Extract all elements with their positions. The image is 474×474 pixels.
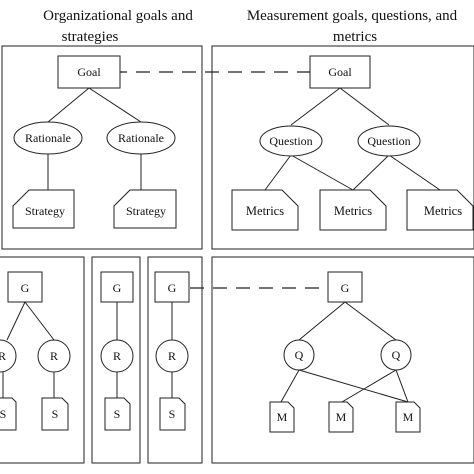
bottom-left-panel-3 — [147, 256, 203, 464]
s-label-col1-a: S — [0, 407, 6, 421]
goal-box-right — [309, 55, 371, 89]
m-label-3: M — [403, 410, 414, 424]
metrics-label-2: Metrics — [334, 204, 372, 218]
g-box-col3 — [154, 271, 190, 303]
m-label-2: M — [336, 410, 347, 424]
bottom-left-panel-2 — [91, 256, 141, 464]
metrics-shape-3 — [406, 189, 474, 231]
metrics-label-3: Metrics — [424, 204, 462, 218]
metrics-label-1: Metrics — [246, 204, 284, 218]
m-label-1: M — [277, 410, 288, 424]
s-shape-col3 — [159, 397, 186, 431]
bottom-left-panel-1 — [0, 256, 85, 464]
r-label-col1-b: R — [50, 349, 58, 363]
goal-box-left — [57, 55, 121, 89]
g-box-col1 — [7, 271, 43, 303]
s-label-col1-b: S — [52, 407, 59, 421]
r-circle-col1-b — [37, 339, 71, 373]
r-circle-col3 — [155, 339, 189, 373]
goal-label-left: Goal — [77, 65, 101, 79]
s-label-col2: S — [114, 407, 121, 421]
right-header-line2: metrics — [333, 29, 377, 45]
strategy-label-2: Strategy — [126, 204, 166, 218]
question-ellipse-1 — [259, 125, 323, 157]
g-box-right — [327, 271, 363, 303]
m-shape-3 — [395, 401, 421, 433]
q-circle-2 — [380, 339, 412, 371]
r-label-col2: R — [113, 349, 121, 363]
metrics-shape-1 — [231, 189, 299, 231]
top-right-panel — [211, 45, 474, 250]
s-shape-col1-a — [0, 397, 17, 431]
strategy-shape-1 — [12, 189, 75, 229]
metrics-shape-2 — [319, 189, 387, 231]
right-header-line1: Measurement goals, questions, and — [247, 8, 458, 24]
left-header-line1: Organizational goals and — [43, 8, 193, 24]
g-label-right: G — [341, 281, 350, 295]
question-label-1: Question — [269, 134, 312, 148]
bottom-right-panel — [211, 256, 474, 464]
q-label-1: Q — [295, 348, 304, 362]
goal-label-right: Goal — [328, 65, 352, 79]
g-label-col1: G — [21, 281, 30, 295]
r-label-col3: R — [168, 349, 176, 363]
left-header-line2: strategies — [62, 29, 119, 45]
rationale-label-2: Rationale — [118, 131, 164, 145]
r-circle-col2 — [100, 339, 134, 373]
question-label-2: Question — [367, 134, 410, 148]
q-circle-1 — [283, 339, 315, 371]
rationale-ellipse-1 — [13, 121, 83, 155]
g-label-col3: G — [168, 281, 177, 295]
m-shape-1 — [269, 401, 295, 433]
r-label-col1-a: R — [0, 349, 6, 363]
q-label-2: Q — [392, 348, 401, 362]
s-label-col3: S — [169, 407, 176, 421]
m-shape-2 — [328, 401, 354, 433]
s-shape-col2 — [104, 397, 131, 431]
g-box-col2 — [100, 271, 134, 303]
s-shape-col1-b — [41, 397, 69, 431]
r-circle-col1-a — [0, 339, 17, 373]
strategy-shape-2 — [113, 189, 177, 229]
rationale-label-1: Rationale — [25, 131, 71, 145]
rationale-ellipse-2 — [106, 121, 176, 155]
g-label-col2: G — [113, 281, 122, 295]
question-ellipse-2 — [357, 125, 421, 157]
top-left-panel — [1, 45, 203, 250]
strategy-label-1: Strategy — [25, 204, 65, 218]
